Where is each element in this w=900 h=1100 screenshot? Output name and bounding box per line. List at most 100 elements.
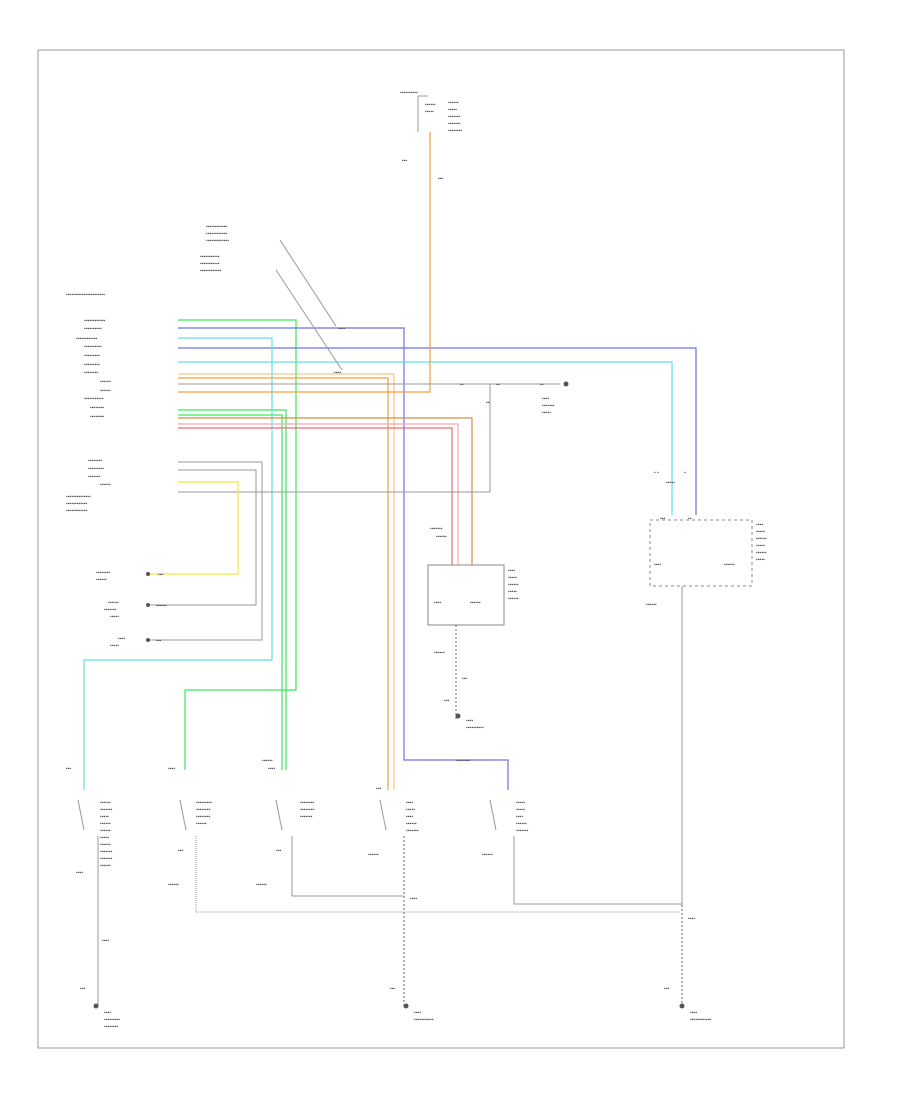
svg-text:▪▪▪▪▪: ▪▪▪▪▪ xyxy=(100,814,109,820)
svg-text:▪▪▪▪▪▪: ▪▪▪▪▪▪ xyxy=(262,758,273,764)
svg-text:▪▪▪▪▪▪▪: ▪▪▪▪▪▪▪ xyxy=(448,114,461,120)
svg-text:▪▪▪▪▪▪: ▪▪▪▪▪▪ xyxy=(436,534,447,540)
svg-text:▪▪▪▪▪▪▪▪: ▪▪▪▪▪▪▪▪ xyxy=(104,1024,118,1030)
svg-text:▪▪▪▪: ▪▪▪▪ xyxy=(410,896,417,902)
svg-text:▪▪▪▪▪▪▪: ▪▪▪▪▪▪▪ xyxy=(100,849,113,855)
svg-text:▪▪▪▪▪▪▪: ▪▪▪▪▪▪▪ xyxy=(100,856,113,862)
svg-text:▪▪▪▪▪▪: ▪▪▪▪▪▪ xyxy=(508,582,519,588)
svg-text:▪▪▪▪▪▪▪: ▪▪▪▪▪▪▪ xyxy=(448,121,461,127)
svg-text:▪▪▪▪: ▪▪▪▪ xyxy=(102,938,109,944)
module-label: ▪▪▪▪▪▪▪▪▪▪▪▪▪▪▪▪▪▪▪▪▪▪ xyxy=(66,292,105,298)
svg-text:▪▪▪▪▪: ▪▪▪▪▪ xyxy=(508,589,517,595)
svg-text:▪▪▪▪: ▪▪▪▪ xyxy=(168,766,175,772)
svg-text:▪▪▪▪▪▪▪: ▪▪▪▪▪▪▪ xyxy=(542,403,555,409)
svg-text:▪▪▪▪▪: ▪▪▪▪▪ xyxy=(406,807,415,813)
svg-text:▪▪▪▪▪: ▪▪▪▪▪ xyxy=(756,529,765,535)
svg-text:▪▪▪▪: ▪▪▪▪ xyxy=(516,814,523,820)
module-pin-labels: ▪▪▪▪▪▪▪▪▪▪▪▪ ▪▪▪▪▪▪▪▪▪▪ ▪▪▪▪▪▪▪▪▪▪▪▪ ▪▪▪… xyxy=(66,318,111,514)
svg-text:▪▪▪▪▪▪: ▪▪▪▪▪▪ xyxy=(100,842,111,848)
svg-text:▪▪▪▪▪▪▪▪▪▪▪▪: ▪▪▪▪▪▪▪▪▪▪▪▪ xyxy=(690,1017,711,1023)
svg-text:▪▪▪▪▪▪: ▪▪▪▪▪▪ xyxy=(482,852,493,858)
svg-text:▪▪▪▪▪▪▪▪▪▪▪: ▪▪▪▪▪▪▪▪▪▪▪ xyxy=(200,261,220,267)
svg-text:▪▪▪▪: ▪▪▪▪ xyxy=(542,396,549,402)
svg-text:▪▪▪▪▪: ▪▪▪▪▪ xyxy=(100,835,109,841)
svg-text:▪▪▪▪▪▪▪▪: ▪▪▪▪▪▪▪▪ xyxy=(84,370,98,376)
svg-text:▪▪▪: ▪▪▪ xyxy=(66,766,72,772)
svg-text:▪▪▪▪▪▪▪▪: ▪▪▪▪▪▪▪▪ xyxy=(448,128,462,134)
svg-text:▪▪▪▪▪▪▪▪▪▪▪: ▪▪▪▪▪▪▪▪▪▪▪ xyxy=(84,396,104,402)
svg-text:▪▪▪▪▪▪▪▪▪▪▪▪: ▪▪▪▪▪▪▪▪▪▪▪▪ xyxy=(206,231,227,237)
svg-text:▪▪▪▪▪: ▪▪▪▪▪ xyxy=(542,410,551,416)
svg-text:▪▪: ▪▪ xyxy=(688,516,692,522)
svg-text:▪▪▪▪▪▪: ▪▪▪▪▪▪ xyxy=(448,100,459,106)
svg-text:▪▪▪▪▪: ▪▪▪▪▪ xyxy=(756,543,765,549)
left-inputs: ▪▪▪▪▪▪▪▪ ▪▪▪▪▪▪ ▪▪▪ ▪▪▪▪▪▪ ▪▪▪▪▪▪▪ ▪▪▪▪▪… xyxy=(96,570,167,649)
svg-text:▪▪▪▪▪▪▪▪▪: ▪▪▪▪▪▪▪▪▪ xyxy=(84,362,100,368)
svg-text:▪▪▪▪▪▪▪: ▪▪▪▪▪▪▪ xyxy=(100,807,113,813)
wire-gray-ground-bus: ▪▪ ▪▪ ▪▪ ▪▪ ▪▪▪▪ ▪▪▪▪▪▪▪ ▪▪▪▪▪ xyxy=(178,381,569,493)
wire-orange-lower xyxy=(178,377,389,790)
svg-text:▪▪▪▪▪▪: ▪▪▪▪▪▪ xyxy=(470,600,481,606)
switch-3: ▪▪▪▪▪▪ ▪▪▪▪ ▪▪▪▪▪▪▪▪ ▪▪▪▪▪▪▪▪ ▪▪▪▪▪▪▪ ▪▪… xyxy=(256,758,404,897)
svg-text:▪▪▪▪▪▪▪▪▪▪▪▪: ▪▪▪▪▪▪▪▪▪▪▪▪ xyxy=(66,508,87,514)
svg-text:▪▪▪▪: ▪▪▪▪ xyxy=(338,326,345,332)
svg-text:▪▪▪▪▪: ▪▪▪▪▪ xyxy=(516,800,525,806)
svg-text:▪▪▪▪▪▪: ▪▪▪▪▪▪ xyxy=(96,577,107,583)
leader-notes: ▪▪▪▪▪▪▪▪▪▪▪▪ ▪▪▪▪▪▪▪▪▪▪▪▪ ▪▪▪▪▪▪▪▪▪▪▪▪▪ … xyxy=(200,224,345,376)
svg-text:▪▪▪▪▪: ▪▪▪▪▪ xyxy=(448,107,457,113)
svg-text:▪▪▪▪▪: ▪▪▪▪▪ xyxy=(110,614,119,620)
svg-text:▪▪▪▪▪: ▪▪▪▪▪ xyxy=(110,643,119,649)
wire-blue xyxy=(178,327,509,790)
switch-2: ▪▪▪▪ ▪▪▪▪▪▪▪▪▪ ▪▪▪▪▪▪▪▪ ▪▪▪▪▪▪▪▪ ▪▪▪▪▪▪ … xyxy=(168,766,680,913)
wire-orange-top xyxy=(178,132,431,393)
svg-text:▪▪▪▪▪▪: ▪▪▪▪▪▪ xyxy=(756,550,767,556)
svg-text:▪▪▪▪▪▪: ▪▪▪▪▪▪ xyxy=(368,852,379,858)
svg-text:▪▪▪▪: ▪▪▪▪ xyxy=(688,916,695,922)
svg-text:▪▪▪▪▪▪: ▪▪▪▪▪▪ xyxy=(100,388,111,394)
right-ground: ▪▪▪▪ ▪▪▪ ▪▪▪▪ ▪▪▪▪▪▪▪▪▪▪▪▪ xyxy=(664,905,711,1023)
svg-text:▪▪▪▪▪▪: ▪▪▪▪▪▪ xyxy=(108,600,119,606)
svg-text:▪▪▪▪▪▪▪: ▪▪▪▪▪▪▪ xyxy=(516,828,529,834)
svg-text:▪▪▪▪▪▪▪▪▪▪▪▪▪▪: ▪▪▪▪▪▪▪▪▪▪▪▪▪▪ xyxy=(66,494,91,500)
svg-text:▪▪: ▪▪ xyxy=(540,382,544,388)
wire-pink xyxy=(178,423,459,565)
switch-4: ▪▪▪ ▪▪▪▪ ▪▪▪▪▪ ▪▪▪▪ ▪▪▪▪▪▪ ▪▪▪▪▪▪▪ ▪▪▪▪▪… xyxy=(368,786,434,1023)
svg-text:▪▪▪▪▪▪▪▪▪▪▪▪▪: ▪▪▪▪▪▪▪▪▪▪▪▪▪ xyxy=(206,238,229,244)
svg-text:▪▪▪▪▪: ▪▪▪▪▪ xyxy=(756,557,765,563)
svg-text:▪▪▪▪▪▪: ▪▪▪▪▪▪ xyxy=(100,828,111,834)
svg-text:▪▪▪▪▪▪▪▪: ▪▪▪▪▪▪▪▪ xyxy=(90,414,104,420)
svg-text:▪▪▪▪: ▪▪▪▪ xyxy=(466,718,473,724)
wire-green-2 xyxy=(178,409,287,770)
svg-text:▪▪▪▪▪▪: ▪▪▪▪▪▪ xyxy=(406,821,417,827)
wire-yellow xyxy=(150,481,239,575)
svg-text:▪▪▪▪▪▪▪▪▪▪▪: ▪▪▪▪▪▪▪▪▪▪▪ xyxy=(200,254,220,260)
svg-text:▪▪: ▪▪ xyxy=(460,382,464,388)
svg-text:▪▪▪▪▪▪▪▪▪▪▪: ▪▪▪▪▪▪▪▪▪▪▪ xyxy=(414,1017,434,1023)
svg-text:▪▪▪▪: ▪▪▪▪ xyxy=(434,600,441,606)
svg-text:▪▪▪: ▪▪▪ xyxy=(444,698,450,704)
svg-text:▪▪▪: ▪▪▪ xyxy=(438,176,444,182)
wire-blue-2 xyxy=(178,347,697,515)
svg-text:▪▪▪▪: ▪▪▪▪ xyxy=(406,814,413,820)
svg-text:▪▪▪▪▪▪: ▪▪▪▪▪▪ xyxy=(100,863,111,869)
top-power-source: ▪▪▪▪▪▪▪▪▪▪ ▪▪▪▪▪▪ ▪▪▪▪▪ ▪▪▪▪▪▪ ▪▪▪▪▪ ▪▪▪… xyxy=(400,90,462,182)
svg-text:▪▪▪▪▪▪▪▪▪: ▪▪▪▪▪▪▪▪▪ xyxy=(104,1017,120,1023)
svg-text:▪▪▪▪▪▪: ▪▪▪▪▪▪ xyxy=(508,596,519,602)
svg-text:▪▪▪▪▪▪▪: ▪▪▪▪▪▪▪ xyxy=(300,814,313,820)
svg-text:▪▪▪▪: ▪▪▪▪ xyxy=(334,370,341,376)
svg-text:▪▪▪▪▪: ▪▪▪▪▪ xyxy=(508,575,517,581)
wire-red xyxy=(178,427,453,565)
svg-text:▪▪▪▪: ▪▪▪▪ xyxy=(654,562,661,568)
switch-5: ▪▪▪▪▪▪▪▪ ▪▪▪▪▪ ▪▪▪▪▪ ▪▪▪▪ ▪▪▪▪▪▪ ▪▪▪▪▪▪▪… xyxy=(456,758,682,905)
left-door-lock-actuator: ▪▪▪▪▪▪▪ ▪▪▪▪▪▪ ▪▪▪▪ ▪▪▪▪▪▪ ▪▪▪▪ ▪▪▪▪▪ ▪▪… xyxy=(427,526,519,731)
svg-text:▪▪▪▪: ▪▪▪▪ xyxy=(118,636,125,642)
svg-text:▪: ▪ xyxy=(684,470,686,476)
svg-text:▪▪▪▪: ▪▪▪▪ xyxy=(406,800,413,806)
svg-text:▪▪▪▪▪▪: ▪▪▪▪▪▪ xyxy=(168,882,179,888)
svg-text:▪▪▪▪▪▪: ▪▪▪▪▪▪ xyxy=(256,882,267,888)
svg-text:▪▪▪▪▪▪: ▪▪▪▪▪▪ xyxy=(196,821,207,827)
svg-text:▪▪▪▪▪▪▪▪▪▪▪▪: ▪▪▪▪▪▪▪▪▪▪▪▪ xyxy=(66,501,87,507)
svg-text:▪▪▪: ▪▪▪ xyxy=(402,158,408,164)
svg-text:▪▪▪▪▪▪▪▪▪▪: ▪▪▪▪▪▪▪▪▪▪ xyxy=(466,725,484,731)
